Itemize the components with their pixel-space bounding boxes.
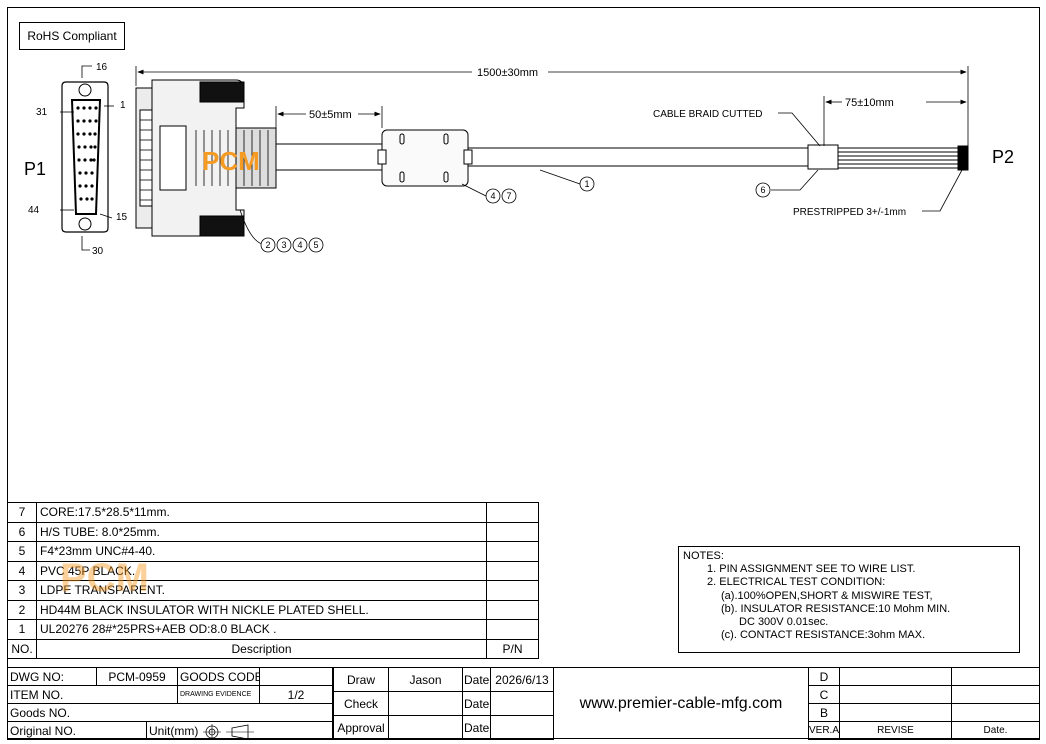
rev-c-date	[952, 686, 1040, 704]
original-no-label: Original NO.	[7, 722, 147, 740]
pcm-watermark-table: PCM	[60, 556, 149, 600]
dwg-no-label: DWG NO:	[7, 668, 97, 686]
item-no-label: ITEM NO.	[7, 686, 178, 704]
drawing-evidence-label: DRAWING EVIDENCE	[178, 686, 260, 704]
rohs-badge: RoHS Compliant	[19, 22, 125, 50]
balloon-2: 2	[265, 240, 270, 250]
draw-date-label: Date	[463, 668, 491, 692]
balloon-1: 1	[584, 179, 589, 189]
rev-d-revise	[840, 668, 952, 686]
title-block: DWG NO: PCM-0959 GOODS CODE ITEM NO. DRA…	[7, 667, 1040, 740]
p2-label: P2	[992, 147, 1014, 167]
pin-30-label: 30	[92, 246, 104, 257]
pcm-logo-watermark: PCM	[202, 146, 260, 176]
rev-b-label: B	[808, 704, 840, 722]
balloon-5: 5	[313, 240, 318, 250]
rev-b-date	[952, 704, 1040, 722]
balloon-7: 7	[506, 191, 511, 201]
rev-b-revise	[840, 704, 952, 722]
check-by-value	[389, 692, 463, 716]
pin-1-label: 1	[120, 100, 126, 111]
pin-15-label: 15	[116, 212, 128, 223]
approval-by-value	[389, 716, 463, 740]
rev-c-revise	[840, 686, 952, 704]
approval-label: Approval	[333, 716, 389, 740]
pin-16-label: 16	[96, 62, 108, 73]
check-label: Check	[333, 692, 389, 716]
company-website: www.premier-cable-mfg.com	[579, 695, 783, 712]
drawing-frame	[7, 7, 1040, 739]
note-line: DC 300V 0.01sec.	[739, 616, 829, 629]
prestripped-note: PRESTRIPPED 3+/-1mm	[793, 207, 906, 218]
note-line: (a).100%OPEN,SHORT & MISWIRE TEST,	[721, 589, 933, 602]
balloon-4b: 4	[490, 191, 495, 201]
strip-length-dimension: 75±10mm	[845, 97, 894, 109]
goods-code-value	[260, 668, 333, 686]
revise-date-header: Date.	[952, 722, 1040, 740]
unit-cell: Unit(mm)	[147, 722, 333, 740]
rev-d-label: D	[808, 668, 840, 686]
revise-header: REVISE	[840, 722, 952, 740]
p1-label: P1	[24, 159, 46, 179]
projection-symbol-icon	[202, 723, 254, 739]
goods-code-label: GOODS CODE	[178, 668, 260, 686]
note-line: 1. PIN ASSIGNMENT SEE TO WIRE LIST.	[707, 563, 916, 576]
rev-d-date	[952, 668, 1040, 686]
check-date-value	[491, 692, 554, 716]
p1-side-view	[135, 79, 277, 237]
notes-box: NOTES: 1. PIN ASSIGNMENT SEE TO WIRE LIS…	[678, 546, 1020, 653]
pin-31-label: 31	[36, 107, 48, 118]
dwg-no-value: PCM-0959	[97, 668, 178, 686]
balloon-3: 3	[281, 240, 286, 250]
approval-date-label: Date	[463, 716, 491, 740]
balloon-6: 6	[760, 185, 765, 195]
note-line: (b). INSULATOR RESISTANCE:10 Mohm MIN.	[721, 602, 951, 615]
total-length-dimension: 1500±30mm	[477, 67, 538, 79]
approval-date-value	[491, 716, 554, 740]
unit-label: Unit(mm)	[149, 724, 199, 738]
note-line: 2. ELECTRICAL TEST CONDITION:	[707, 576, 886, 589]
version-label: VER.A	[808, 722, 840, 740]
part-balloons	[260, 176, 771, 253]
braid-note: CABLE BRAID CUTTED	[653, 109, 762, 120]
draw-label: Draw	[333, 668, 389, 692]
draw-date-value: 2026/6/13	[491, 668, 554, 692]
pin-44-label: 44	[28, 205, 40, 216]
notes-heading: NOTES:	[683, 550, 724, 562]
p1-face-view	[60, 65, 114, 251]
dimension-lines	[135, 66, 969, 245]
draw-by-value: Jason	[389, 668, 463, 692]
cable-body	[276, 129, 969, 187]
goods-no-label: Goods NO.	[7, 704, 333, 722]
rev-c-label: C	[808, 686, 840, 704]
check-date-label: Date	[463, 692, 491, 716]
sheet-number: 1/2	[260, 686, 333, 704]
boot-length-dimension: 50±5mm	[309, 109, 352, 121]
balloon-4a: 4	[297, 240, 302, 250]
note-line: (c). CONTACT RESISTANCE:3ohm MAX.	[721, 629, 926, 642]
